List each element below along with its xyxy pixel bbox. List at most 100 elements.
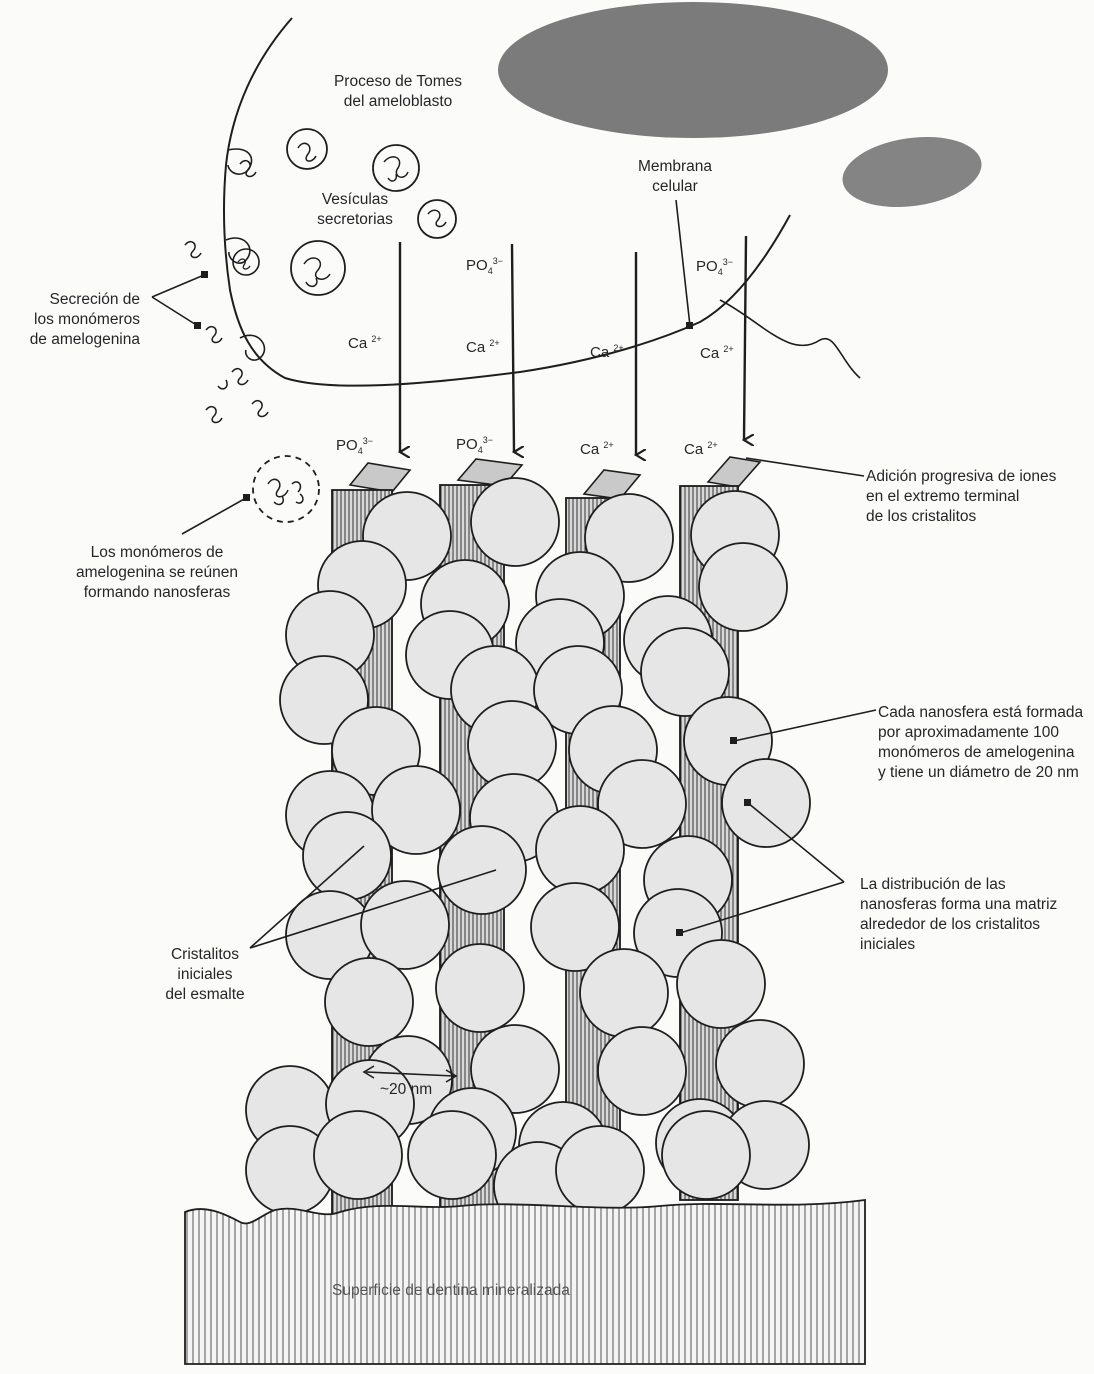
nanosphere-info-label: Cada nanosfera está formada por aproxima… xyxy=(878,703,1083,783)
vesicles-line-2: secretorias xyxy=(300,210,410,230)
ion-subscript: 4 xyxy=(718,267,723,277)
ion-symbol: Ca xyxy=(590,344,609,361)
vesicles-label: Vesículas secretorias xyxy=(300,190,410,230)
ion-addition-line-2: en el extremo terminal xyxy=(866,487,1056,507)
ion-subscript: 4 xyxy=(358,446,363,456)
crystallites-line-3: del esmalte xyxy=(150,985,260,1005)
ion-label-po4: PO43− xyxy=(336,436,373,456)
ion-charge: 3− xyxy=(483,435,493,445)
ion-charge: 3− xyxy=(723,257,733,267)
membrane-branch xyxy=(720,300,860,378)
distribution-line-1: La distribución de las xyxy=(860,875,1057,895)
nanosphere xyxy=(303,812,391,900)
ion-label-ca: Ca 2+ xyxy=(348,334,382,352)
scale-label: ~20 nm xyxy=(380,1080,432,1100)
ion-addition-label: Adición progresiva de iones en el extrem… xyxy=(866,467,1056,527)
membrane-label: Membrana celular xyxy=(620,157,730,197)
vesicle xyxy=(418,200,456,238)
ion-symbol: PO xyxy=(456,436,478,453)
nanosphere-form-line-1: Los monómeros de xyxy=(38,543,276,563)
ion-label-po4: PO43− xyxy=(696,257,733,277)
vesicle xyxy=(287,129,327,169)
ion-charge: 2+ xyxy=(613,343,623,353)
membrane-line-1: Membrana xyxy=(620,157,730,177)
crystallite-column xyxy=(350,463,410,492)
nanosphere-info-line-2: por aproximadamente 100 xyxy=(878,723,1083,743)
nucleus-small xyxy=(838,129,986,216)
ion-label-ca: Ca 2+ xyxy=(466,338,500,356)
nanosphere-info-line-1: Cada nanosfera está formada xyxy=(878,703,1083,723)
ion-label-ca: Ca 2+ xyxy=(590,343,624,361)
nucleus-large xyxy=(498,2,888,138)
nanosphere-form-line-2: amelogenina se reúnen xyxy=(38,563,276,583)
nanosphere-form-line-3: formando nanosferas xyxy=(38,583,276,603)
amelogenin-monomers xyxy=(185,161,268,423)
nanosphere xyxy=(677,940,765,1028)
vesicles-line-1: Vesículas xyxy=(300,190,410,210)
ion-symbol: Ca xyxy=(348,335,367,352)
crystallite-column xyxy=(708,457,760,487)
nanosphere xyxy=(662,1111,750,1199)
ion-subscript: 4 xyxy=(488,266,493,276)
ion-label-ca: Ca 2+ xyxy=(700,344,734,362)
nanosphere xyxy=(722,759,810,847)
ion-symbol: Ca xyxy=(684,441,703,458)
ion-arrow xyxy=(512,244,514,452)
nanosphere-info-line-3: monómeros de amelogenina xyxy=(878,743,1083,763)
tomes-line-2: del ameloblasto xyxy=(308,92,488,112)
ion-label-po4: PO43− xyxy=(456,435,493,455)
ion-arrow xyxy=(744,236,746,440)
nanosphere xyxy=(361,881,449,969)
membrane-line-2: celular xyxy=(620,177,730,197)
ion-symbol: PO xyxy=(336,437,358,454)
tomes-process-label: Proceso de Tomes del ameloblasto xyxy=(308,72,488,112)
dentin-label: Superficie de dentina mineralizada xyxy=(332,1281,570,1301)
ion-symbol: Ca xyxy=(700,345,719,362)
ion-charge: 2+ xyxy=(603,440,613,450)
nanosphere xyxy=(716,1020,804,1108)
ion-symbol: PO xyxy=(696,258,718,275)
nanosphere xyxy=(436,944,524,1032)
ion-charge: 2+ xyxy=(707,440,717,450)
ion-label-po4: PO43− xyxy=(466,256,503,276)
tomes-line-1: Proceso de Tomes xyxy=(308,72,488,92)
ion-addition-line-1: Adición progresiva de iones xyxy=(866,467,1056,487)
membrane-bud xyxy=(226,238,250,263)
ion-label-ca: Ca 2+ xyxy=(684,440,718,458)
nanosphere xyxy=(408,1111,496,1199)
ion-symbol: Ca xyxy=(580,441,599,458)
ion-charge: 2+ xyxy=(723,344,733,354)
ion-charge: 2+ xyxy=(489,338,499,348)
distribution-line-4: iniciales xyxy=(860,935,1057,955)
nanosphere xyxy=(325,958,413,1046)
crystallites-line-1: Cristalitos xyxy=(150,945,260,965)
nanosphere xyxy=(438,826,526,914)
secretion-label: Secreción de los monómeros de amelogenin… xyxy=(0,290,140,350)
forming-nanosphere xyxy=(253,456,319,522)
ion-subscript: 4 xyxy=(478,445,483,455)
nanosphere xyxy=(471,478,559,566)
secretion-line-1: Secreción de xyxy=(0,290,140,310)
vesicle xyxy=(373,145,419,191)
ion-charge: 3− xyxy=(363,436,373,446)
nanosphere xyxy=(556,1126,644,1214)
ion-arrows xyxy=(400,236,746,455)
ion-addition-line-3: de los cristalitos xyxy=(866,507,1056,527)
distribution-line-3: alrededor de los cristalitos xyxy=(860,915,1057,935)
crystallites-line-2: iniciales xyxy=(150,965,260,985)
nanosphere xyxy=(536,806,624,894)
crystallites-label: Cristalitos iniciales del esmalte xyxy=(150,945,260,1005)
nanosphere-info-line-4: y tiene un diámetro de 20 nm xyxy=(878,763,1083,783)
nanosphere-formation-label: Los monómeros de amelogenina se reúnen f… xyxy=(38,543,276,603)
secretion-line-2: los monómeros xyxy=(0,310,140,330)
distribution-line-2: nanosferas forma una matriz xyxy=(860,895,1057,915)
distribution-label: La distribución de las nanosferas forma … xyxy=(860,875,1057,955)
secretion-line-3: de amelogenina xyxy=(0,330,140,350)
vesicle xyxy=(291,241,345,295)
ion-symbol: PO xyxy=(466,257,488,274)
ion-charge: 3− xyxy=(493,256,503,266)
nanosphere xyxy=(598,1027,686,1115)
ion-label-ca: Ca 2+ xyxy=(580,440,614,458)
ion-charge: 2+ xyxy=(371,334,381,344)
